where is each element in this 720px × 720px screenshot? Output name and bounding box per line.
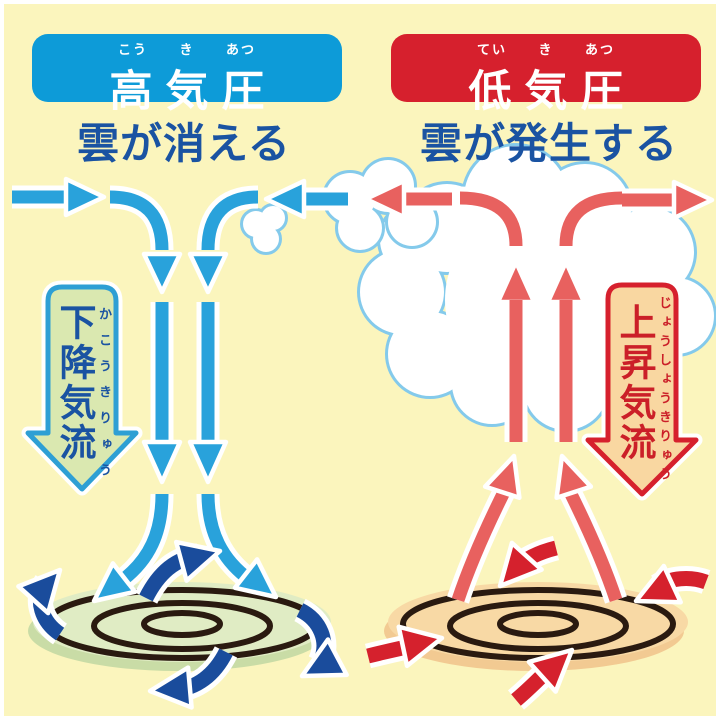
high-pressure-airflow (12, 176, 348, 604)
spiral-arrow-left (16, 567, 68, 645)
low-pressure-title: 低気圧 (468, 68, 637, 116)
rising-air-column-west (495, 259, 537, 442)
low-pressure-furigana: てい き あつ (476, 42, 615, 57)
isobar-ring (91, 600, 273, 652)
rising-air-column-east (545, 259, 587, 442)
outflow-curve-east (554, 186, 623, 247)
spiral-arrow-top (134, 539, 223, 604)
spiral-arrow-top (497, 535, 560, 589)
high-pressure-ground (28, 582, 331, 671)
isobar-ring (447, 600, 629, 652)
low-surface-spiral-arrows (364, 535, 711, 710)
low-pressure-ground (384, 582, 688, 671)
high-pressure-title: 高気圧 (109, 68, 278, 116)
descending-air-column-west (141, 302, 183, 485)
descending-air-column-east (187, 302, 229, 485)
isobar-ring (497, 610, 579, 638)
updraft-label-arrow (581, 278, 703, 501)
upper-outflow-arrow-west (363, 178, 452, 220)
diagram-canvas (12, 143, 716, 710)
outflow-curve-west (459, 186, 528, 247)
spiral-arrow-bottom (147, 645, 238, 710)
isobar-ring (141, 610, 223, 638)
high-pressure-header: こう き あつ 高気圧 (32, 34, 342, 116)
spiral-arrow-bottom (507, 647, 575, 710)
high-pressure-subtitle: 雲が消える (77, 120, 291, 167)
descent-curve-east (187, 185, 259, 295)
updraft-label: 上昇気流 (614, 303, 655, 463)
surface-rise-curve-east (554, 453, 627, 604)
upper-outflow-arrow-east (622, 179, 715, 221)
downdraft-label-arrow (21, 280, 143, 496)
dissipating-cloud-icon (240, 203, 288, 255)
high-surface-spiral-arrows (16, 539, 349, 710)
upper-inflow-arrow-west (12, 176, 107, 218)
spiral-arrow-right (633, 563, 711, 605)
downdraft-label-furigana: かこうきりゅう (97, 307, 112, 489)
high-pressure-furigana: こう き あつ (117, 42, 256, 57)
low-pressure-airflow (363, 178, 715, 604)
spiral-arrow-right (293, 598, 349, 679)
spiral-arrow-left (364, 624, 445, 669)
upper-inflow-arrow-east (263, 178, 348, 220)
descent-curve-west (109, 185, 183, 295)
updraft-label-furigana: じょうしょうきりゅう (657, 296, 672, 486)
surface-outflow-curve-west (91, 493, 174, 604)
low-pressure-subtitle: 雲が発生する (419, 120, 678, 167)
surface-outflow-curve-east (196, 493, 279, 600)
low-pressure-header: てい き あつ 低気圧 (391, 34, 701, 116)
downdraft-label: 下降気流 (54, 303, 95, 463)
surface-rise-curve-west (447, 453, 522, 604)
